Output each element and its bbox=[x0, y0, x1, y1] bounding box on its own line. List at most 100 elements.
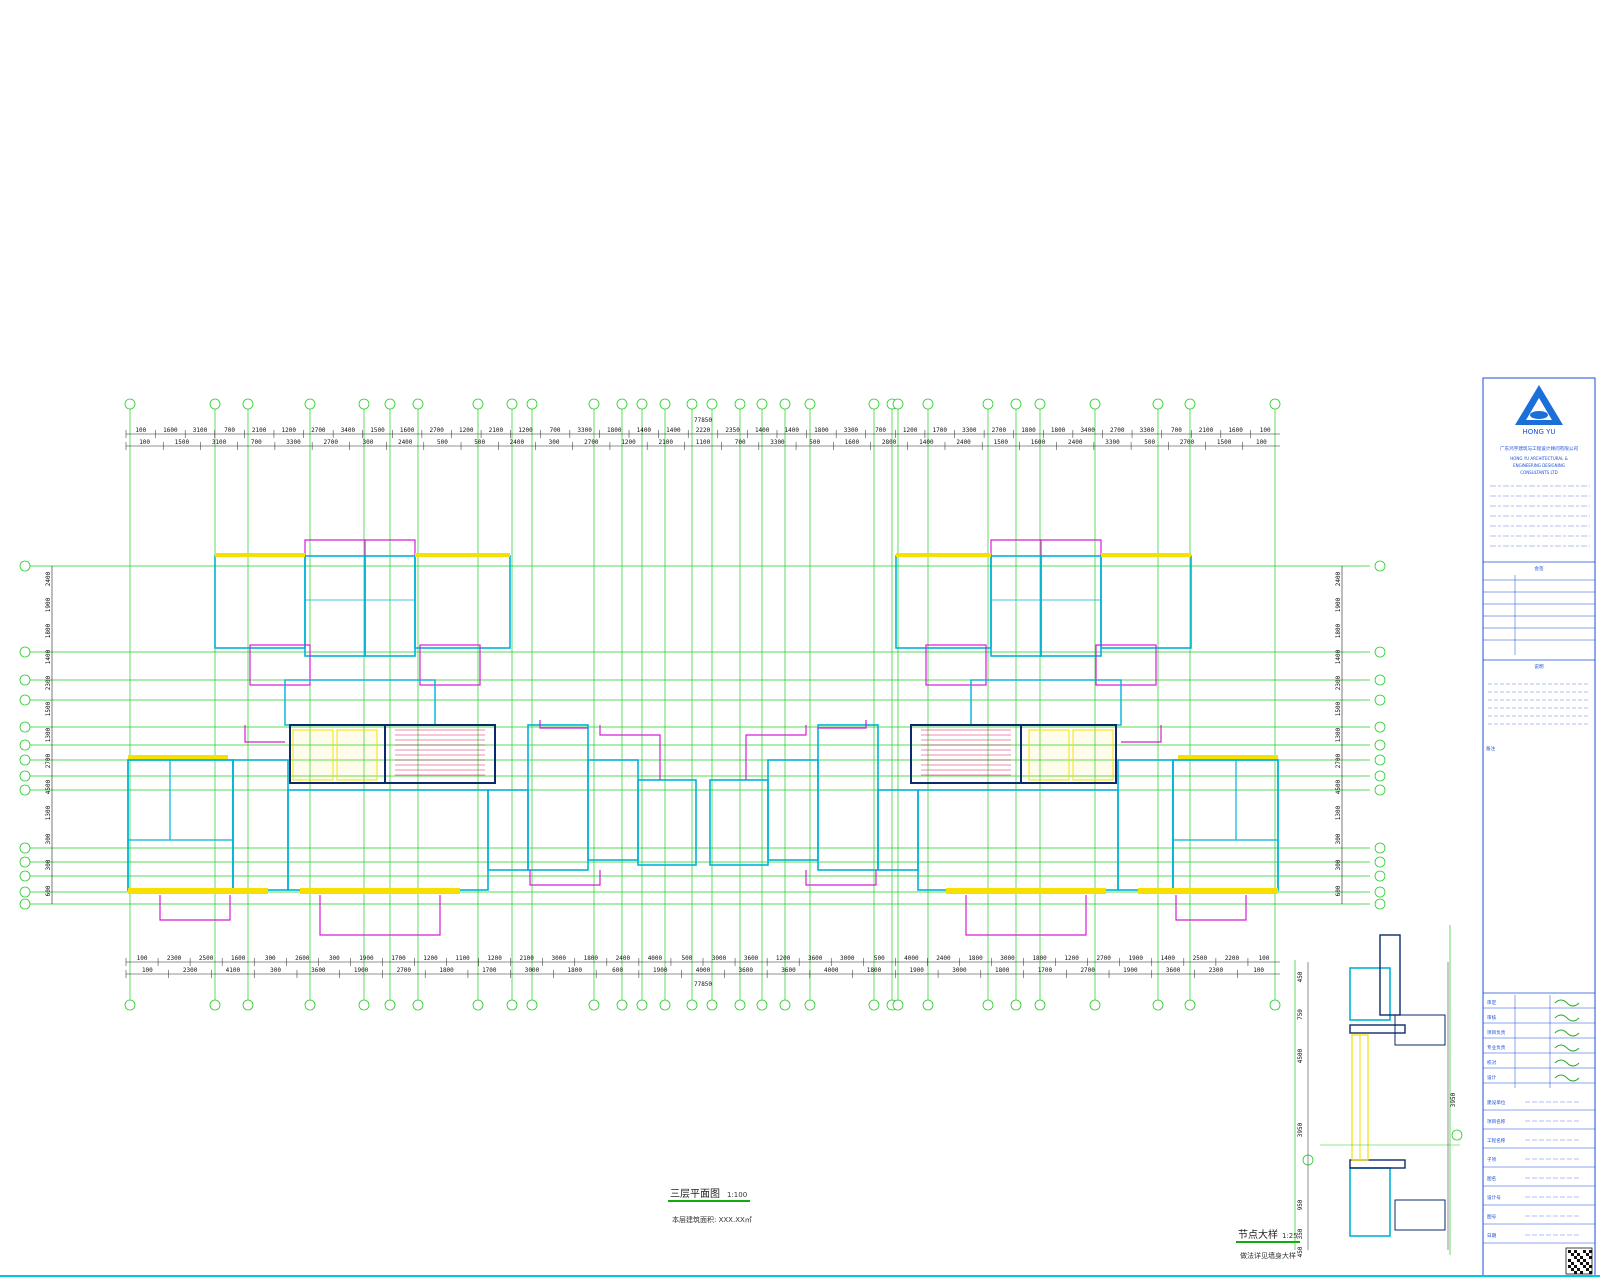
section-dim-value: 4500 bbox=[1297, 1048, 1304, 1063]
elevator-shaft bbox=[1028, 729, 1070, 781]
dim-top-2-value: 500 bbox=[809, 439, 820, 446]
room-bedroom bbox=[214, 555, 306, 649]
axis-bubble-bottom bbox=[124, 999, 136, 1011]
room-bedroom bbox=[709, 779, 769, 866]
company-logo bbox=[1515, 385, 1563, 425]
axis-bubble-bottom bbox=[659, 999, 671, 1011]
dim-right-value: 1400 bbox=[1335, 649, 1342, 664]
dim-bottom-1-value: 100 bbox=[137, 955, 148, 962]
dim-top-1-value: 3100 bbox=[193, 427, 208, 434]
qr-cell bbox=[1574, 1265, 1577, 1268]
plan-scale: 1:100 bbox=[727, 1191, 747, 1199]
dim-bottom-2-value: 1900 bbox=[354, 967, 369, 974]
dim-bottom-2-value: 1900 bbox=[1123, 967, 1138, 974]
dim-top-1-value: 1400 bbox=[666, 427, 681, 434]
section-slab bbox=[1349, 1024, 1406, 1034]
dim-bottom-2-value: 3000 bbox=[525, 967, 540, 974]
company-en-3: CONSULTANTS LTD bbox=[1520, 470, 1557, 475]
dim-left-value: 1400 bbox=[45, 649, 52, 664]
signature-mark bbox=[1554, 1029, 1580, 1037]
dim-top-2-value: 700 bbox=[251, 439, 262, 446]
dim-top-2-value: 100 bbox=[1256, 439, 1267, 446]
axis-bubble-top bbox=[636, 398, 648, 410]
axis-bubble-right bbox=[1374, 784, 1386, 796]
dim-left-value: 1300 bbox=[45, 727, 52, 742]
dim-top-2-value: 700 bbox=[735, 439, 746, 446]
project-label: 工程名称 bbox=[1487, 1137, 1506, 1144]
dim-top-1-value: 1800 bbox=[814, 427, 829, 434]
axis-bubble-top bbox=[209, 398, 221, 410]
detail-subtitle: 做法详见墙身大样 bbox=[1240, 1251, 1296, 1260]
axis-bubble-right bbox=[1374, 870, 1386, 882]
dim-top-1-value: 1800 bbox=[607, 427, 622, 434]
dim-top-2-value: 500 bbox=[437, 439, 448, 446]
signature-mark bbox=[1554, 1044, 1580, 1052]
axis-bubble-bottom bbox=[384, 999, 396, 1011]
elevator-shaft bbox=[292, 729, 334, 781]
project-label: 图名 bbox=[1487, 1175, 1496, 1182]
room-bedroom bbox=[637, 779, 697, 866]
dim-left-value: 1300 bbox=[45, 805, 52, 820]
axis-bubble-top bbox=[734, 398, 746, 410]
axis-bubble-left bbox=[19, 646, 31, 658]
dim-bottom-1-value: 3000 bbox=[712, 955, 727, 962]
window bbox=[415, 553, 510, 557]
axis-bubble-bottom bbox=[304, 999, 316, 1011]
signature-mark bbox=[1554, 999, 1580, 1007]
dim-bottom-1-value: 3000 bbox=[552, 955, 567, 962]
signoff-label: 设计 bbox=[1487, 1074, 1497, 1081]
section-wall-top bbox=[1379, 934, 1401, 1016]
room-kitchen bbox=[487, 789, 529, 871]
dim-top-2-value: 1200 bbox=[621, 439, 636, 446]
balcony bbox=[249, 644, 311, 686]
elevator-lobby bbox=[289, 724, 386, 784]
axis-bubble-top bbox=[1184, 398, 1196, 410]
dim-bottom-2-value: 1700 bbox=[1038, 967, 1053, 974]
axis-bubble-bottom bbox=[1034, 999, 1046, 1011]
balcony-side bbox=[244, 725, 285, 743]
dim-top-1-value: 2700 bbox=[1110, 427, 1125, 434]
dim-bottom-1-value: 1800 bbox=[968, 955, 983, 962]
dim-bottom-2-value: 4000 bbox=[824, 967, 839, 974]
dim-bottom-1-value: 2500 bbox=[1193, 955, 1208, 962]
axis-bubble-bottom bbox=[209, 999, 221, 1011]
qr-cell bbox=[1589, 1256, 1592, 1259]
axis-bubble-left bbox=[19, 721, 31, 733]
qr-cell bbox=[1568, 1259, 1571, 1262]
project-label: 项目名称 bbox=[1487, 1118, 1506, 1125]
axis-grid-layer bbox=[19, 398, 1386, 1011]
qr-cell bbox=[1568, 1265, 1571, 1268]
dim-top-1-value: 1400 bbox=[755, 427, 770, 434]
dim-bottom-1-value: 2200 bbox=[1225, 955, 1240, 962]
dim-top-2-value: 2800 bbox=[882, 439, 897, 446]
balcony-top bbox=[990, 539, 1041, 556]
axis-bubble-right bbox=[1374, 739, 1386, 751]
axis-bubble-top bbox=[982, 398, 994, 410]
dim-top-1-value: 700 bbox=[550, 427, 561, 434]
window bbox=[1178, 755, 1278, 759]
dim-top-2-value: 1100 bbox=[696, 439, 711, 446]
dim-top-2-value: 1500 bbox=[994, 439, 1009, 446]
balcony-bottom bbox=[1175, 895, 1247, 921]
room-bedroom bbox=[895, 555, 992, 649]
balcony bbox=[925, 644, 987, 686]
dim-right-value: 2700 bbox=[1335, 753, 1342, 768]
dim-right-value: 1300 bbox=[1335, 805, 1342, 820]
qr-cell bbox=[1589, 1250, 1592, 1253]
dim-bottom-2-value: 100 bbox=[1253, 967, 1264, 974]
dim-top-1-value: 700 bbox=[1171, 427, 1182, 434]
dim-top-2-value: 2100 bbox=[659, 439, 674, 446]
room-bedroom bbox=[1100, 555, 1192, 649]
axis-bubble-left bbox=[19, 560, 31, 572]
dim-bottom-1-value: 4000 bbox=[648, 955, 663, 962]
axis-bubble-top bbox=[616, 398, 628, 410]
section-dim-value: 450 bbox=[1297, 1246, 1304, 1257]
detail-title-block: 节点大样 1:25 做法详见墙身大样 bbox=[1236, 1228, 1300, 1260]
axis-bubble-left bbox=[19, 886, 31, 898]
signoff-label: 审定 bbox=[1487, 999, 1497, 1006]
elevator-lobby bbox=[1020, 724, 1117, 784]
company-en-2: ENGINEERING DESIGNING bbox=[1513, 463, 1565, 468]
dim-bottom-2-value: 3000 bbox=[952, 967, 967, 974]
axis-bubble-top bbox=[686, 398, 698, 410]
